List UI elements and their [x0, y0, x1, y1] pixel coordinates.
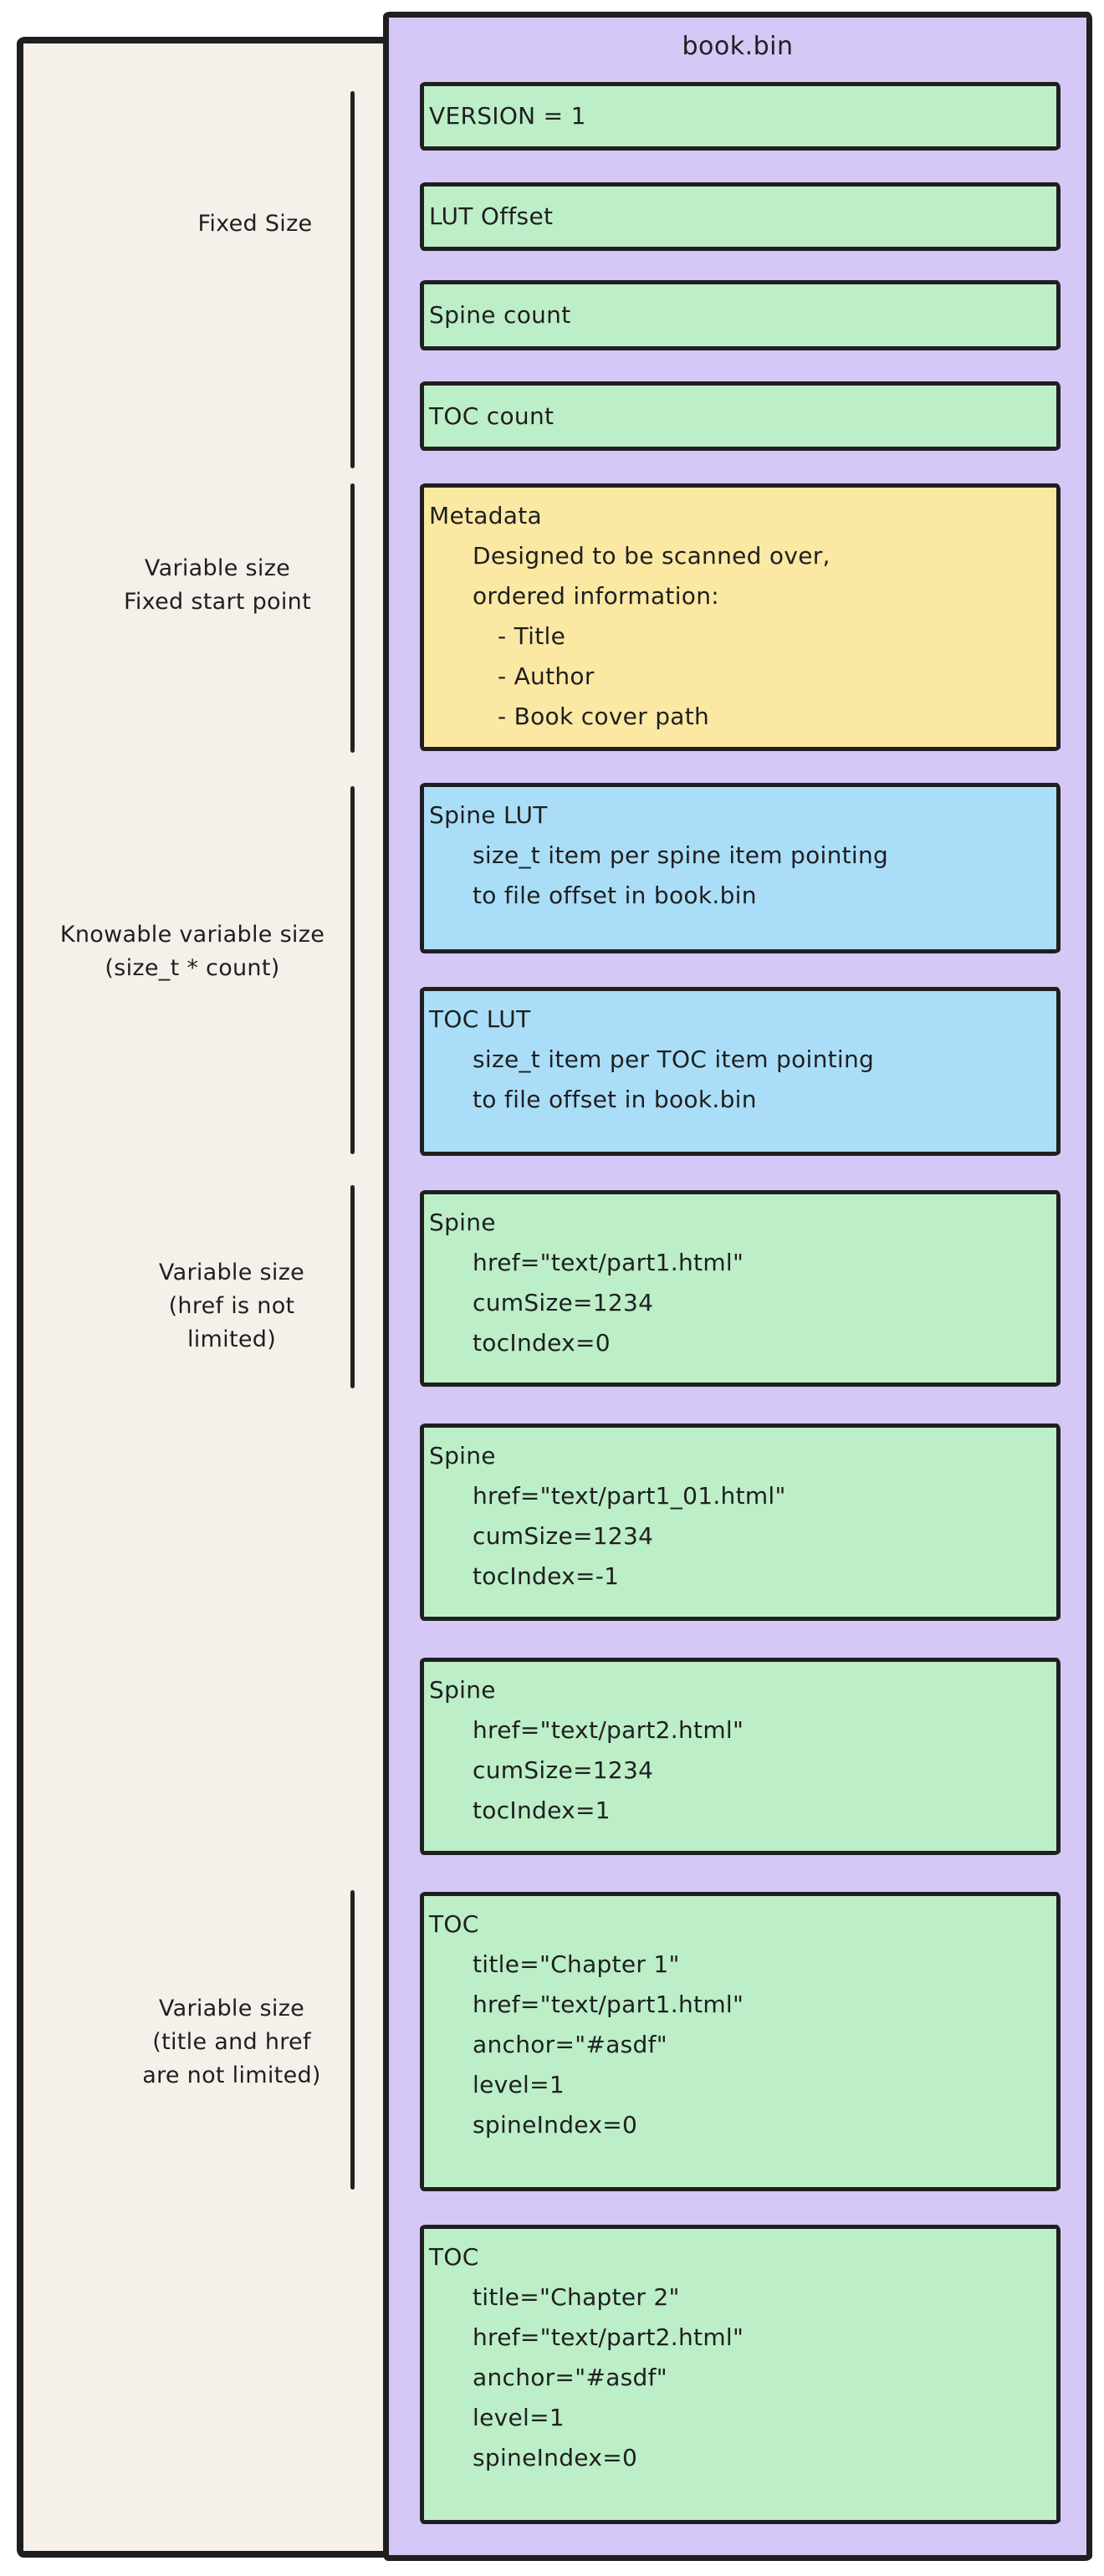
box-line: size_t item per TOC item pointing — [473, 1045, 875, 1073]
box-line: ordered information: — [473, 582, 719, 610]
box-line: tocIndex=-1 — [473, 1562, 620, 1590]
toc-entry-box: TOC title="Chapter 1" href="text/part1.h… — [420, 1892, 1061, 2191]
box-line: anchor="#asdf" — [473, 2031, 667, 2058]
box-line: href="text/part1.html" — [473, 1991, 744, 2018]
box-line: - Author — [498, 662, 595, 690]
side-label-fixed-size: Fixed Size — [79, 207, 431, 241]
box-line: Metadata — [429, 502, 542, 529]
bracket-fixed-size — [350, 91, 355, 468]
box-line: to file offset in book.bin — [473, 1086, 757, 1113]
box-line: TOC — [429, 2243, 479, 2271]
bracket-variable-title-href — [350, 1890, 355, 2190]
side-label-line: Fixed Size — [197, 211, 313, 237]
side-label-line: (size_t * count) — [105, 955, 280, 981]
box-line: LUT Offset — [429, 202, 554, 230]
box-line: href="text/part1_01.html" — [473, 1482, 786, 1510]
side-label-knowable-variable: Knowable variable size (size_t * count) — [17, 918, 368, 985]
box-line: tocIndex=0 — [473, 1329, 611, 1357]
bracket-variable-fixed-start — [350, 483, 355, 753]
side-label-line: limited) — [187, 1326, 277, 1352]
box-line: - Title — [498, 622, 566, 650]
box-line: href="text/part2.html" — [473, 2323, 744, 2351]
side-label-line: are not limited) — [142, 2062, 321, 2088]
side-label-variable-fixed-start: Variable size Fixed start point — [42, 552, 393, 619]
field-box-version: VERSION = 1 — [420, 82, 1061, 151]
box-line: size_t item per spine item pointing — [473, 841, 889, 869]
side-label-line: Variable size — [158, 1996, 305, 2021]
box-line: level=1 — [473, 2404, 565, 2431]
side-label-line: Knowable variable size — [59, 922, 325, 948]
box-line: - Book cover path — [498, 703, 710, 730]
bracket-knowable-variable — [350, 786, 355, 1154]
spine-entry-box: Spine href="text/part1_01.html" cumSize=… — [420, 1423, 1061, 1621]
box-line: anchor="#asdf" — [473, 2364, 667, 2391]
box-line: Spine count — [429, 301, 571, 329]
box-line: to file offset in book.bin — [473, 882, 757, 909]
side-label-variable-href: Variable size (href is not limited) — [56, 1256, 407, 1357]
side-label-line: Variable size — [144, 555, 291, 581]
box-line: TOC LUT — [429, 1005, 531, 1033]
box-line: level=1 — [473, 2071, 565, 2098]
side-label-variable-title-href: Variable size (title and href are not li… — [56, 1992, 407, 2093]
bracket-variable-href — [350, 1185, 355, 1388]
box-line: tocIndex=1 — [473, 1797, 611, 1824]
side-label-line: Fixed start point — [124, 589, 311, 615]
box-line: title="Chapter 1" — [473, 1950, 680, 1978]
box-line: Spine LUT — [429, 801, 548, 829]
box-line: href="text/part2.html" — [473, 1716, 744, 1744]
box-line: spineIndex=0 — [473, 2111, 638, 2139]
box-line: spineIndex=0 — [473, 2444, 638, 2471]
box-line: cumSize=1234 — [473, 1756, 654, 1784]
box-line: TOC — [429, 1910, 479, 1938]
box-line: Spine — [429, 1209, 496, 1236]
box-line: VERSION = 1 — [429, 102, 586, 130]
box-line: title="Chapter 2" — [473, 2283, 680, 2311]
box-line: cumSize=1234 — [473, 1522, 654, 1550]
spine-entry-box: Spine href="text/part1.html" cumSize=123… — [420, 1190, 1061, 1387]
box-line: cumSize=1234 — [473, 1289, 654, 1316]
side-label-line: (href is not — [168, 1293, 295, 1319]
field-box-spine-count: Spine count — [420, 280, 1061, 350]
file-title: book.bin — [682, 32, 794, 61]
side-label-line: (title and href — [152, 2029, 311, 2055]
toc-entry-box: TOC title="Chapter 2" href="text/part2.h… — [420, 2225, 1061, 2524]
field-box-lut-offset: LUT Offset — [420, 182, 1061, 251]
toc-lut-box: TOC LUT size_t item per TOC item pointin… — [420, 987, 1061, 1156]
metadata-box: Metadata Designed to be scanned over, or… — [420, 483, 1061, 751]
field-box-toc-count: TOC count — [420, 381, 1061, 451]
side-label-line: Variable size — [158, 1260, 305, 1285]
box-line: Spine — [429, 1442, 496, 1469]
box-line: Spine — [429, 1676, 496, 1704]
box-line: TOC count — [429, 401, 555, 430]
spine-entry-box: Spine href="text/part2.html" cumSize=123… — [420, 1658, 1061, 1855]
box-line: Designed to be scanned over, — [473, 542, 831, 570]
box-line: href="text/part1.html" — [473, 1249, 744, 1276]
spine-lut-box: Spine LUT size_t item per spine item poi… — [420, 783, 1061, 953]
